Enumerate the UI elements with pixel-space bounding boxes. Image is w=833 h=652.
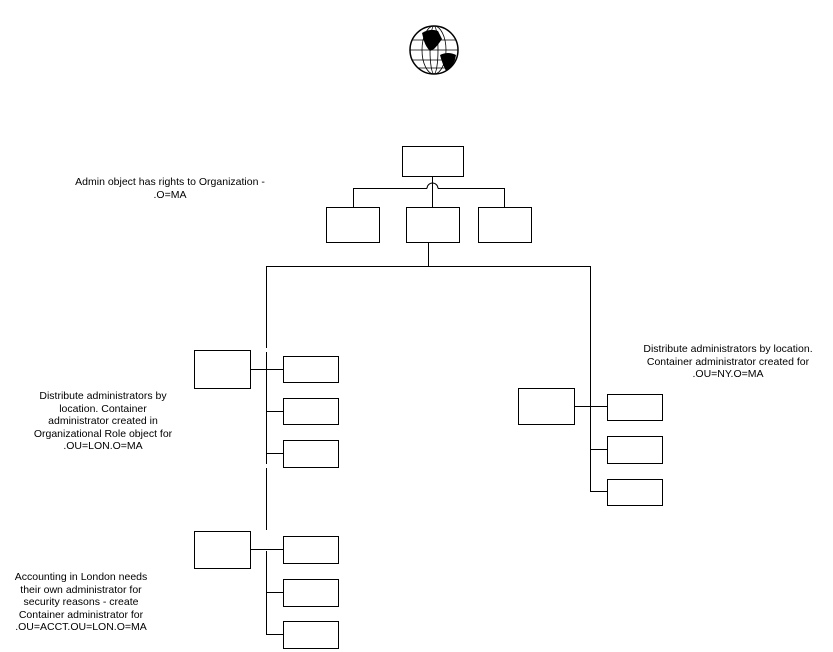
connector — [266, 592, 283, 593]
child-box[interactable] — [326, 207, 380, 243]
line-hop — [426, 182, 439, 189]
organization-box[interactable] — [402, 146, 464, 177]
connector — [266, 453, 283, 454]
note-newyork: Distribute administrators by location. C… — [643, 343, 813, 380]
accounting-child-box[interactable] — [283, 579, 339, 607]
london-child-box[interactable] — [283, 440, 339, 468]
connector — [266, 634, 283, 635]
connector — [438, 188, 505, 189]
accounting-child-box[interactable] — [283, 536, 339, 564]
connector — [251, 549, 283, 550]
connector — [590, 388, 591, 491]
connector — [266, 468, 267, 530]
note-accounting: Accounting in London needs their own adm… — [14, 571, 148, 633]
newyork-child-box[interactable] — [607, 436, 663, 464]
accounting-ou-box[interactable] — [194, 531, 251, 569]
connector — [266, 266, 591, 267]
accounting-child-box[interactable] — [283, 621, 339, 649]
newyork-ou-box[interactable] — [518, 388, 575, 425]
connector — [590, 449, 607, 450]
connector — [266, 266, 267, 348]
london-child-box[interactable] — [283, 398, 339, 425]
child-box[interactable] — [478, 207, 532, 243]
connector — [353, 188, 427, 189]
note-london: Distribute administrators by location. C… — [33, 390, 173, 452]
london-ou-box[interactable] — [194, 350, 251, 389]
connector — [353, 188, 354, 207]
newyork-child-box[interactable] — [607, 394, 663, 421]
connector — [575, 406, 607, 407]
connector — [590, 266, 591, 388]
connector — [432, 177, 433, 207]
newyork-child-box[interactable] — [607, 479, 663, 506]
connector — [266, 411, 283, 412]
connector — [266, 352, 267, 464]
connector — [428, 243, 429, 266]
child-box[interactable] — [406, 207, 460, 243]
connector — [266, 551, 267, 635]
globe-icon — [409, 25, 459, 75]
connector — [590, 491, 607, 492]
note-organization: Admin object has rights to Organization … — [75, 176, 265, 201]
connector — [251, 369, 283, 370]
connector — [504, 188, 505, 207]
london-child-box[interactable] — [283, 356, 339, 383]
